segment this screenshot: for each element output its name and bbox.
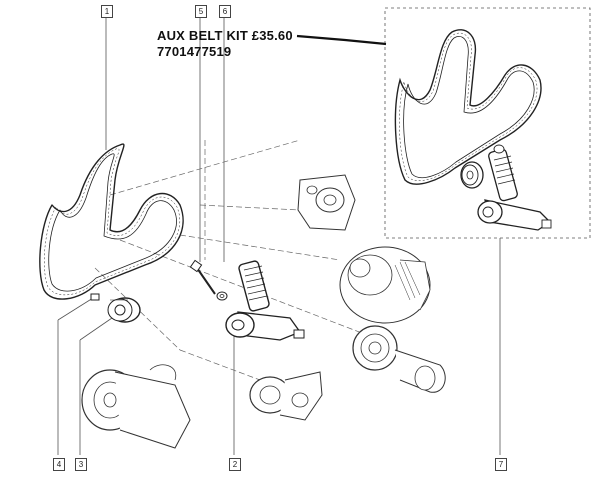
inset-belt-tensioner: [477, 144, 552, 231]
callout-6: 6: [219, 5, 231, 18]
power-steering-pump: [297, 174, 356, 231]
alternator: [339, 246, 431, 324]
air-conditioning-compressor: [81, 364, 191, 449]
pulley-bolt: [90, 293, 100, 301]
auxiliary-belt-main: [39, 143, 184, 300]
water-pump: [249, 371, 323, 421]
tensioner-washer: [216, 291, 228, 301]
inset-auxiliary-belt: [394, 29, 542, 185]
callout-1: 1: [101, 5, 113, 18]
inset-idler-pulley: [460, 161, 484, 189]
callout-7: 7: [495, 458, 507, 471]
crankshaft-pulley: [352, 325, 446, 393]
idler-pulley: [107, 297, 141, 323]
callout-3: 3: [75, 458, 87, 471]
callout-5: 5: [195, 5, 207, 18]
kit-price-label: AUX BELT KIT £35.60: [157, 28, 293, 43]
inset-frame: [384, 7, 591, 239]
annotation-pointer-line: [296, 34, 387, 46]
callout-2: 2: [229, 458, 241, 471]
belt-tensioner: [225, 260, 305, 341]
callout-4: 4: [53, 458, 65, 471]
part-number-label: 7701477519: [157, 44, 232, 59]
leader-lines: [57, 18, 501, 455]
tensioner-bolt: [189, 259, 216, 295]
